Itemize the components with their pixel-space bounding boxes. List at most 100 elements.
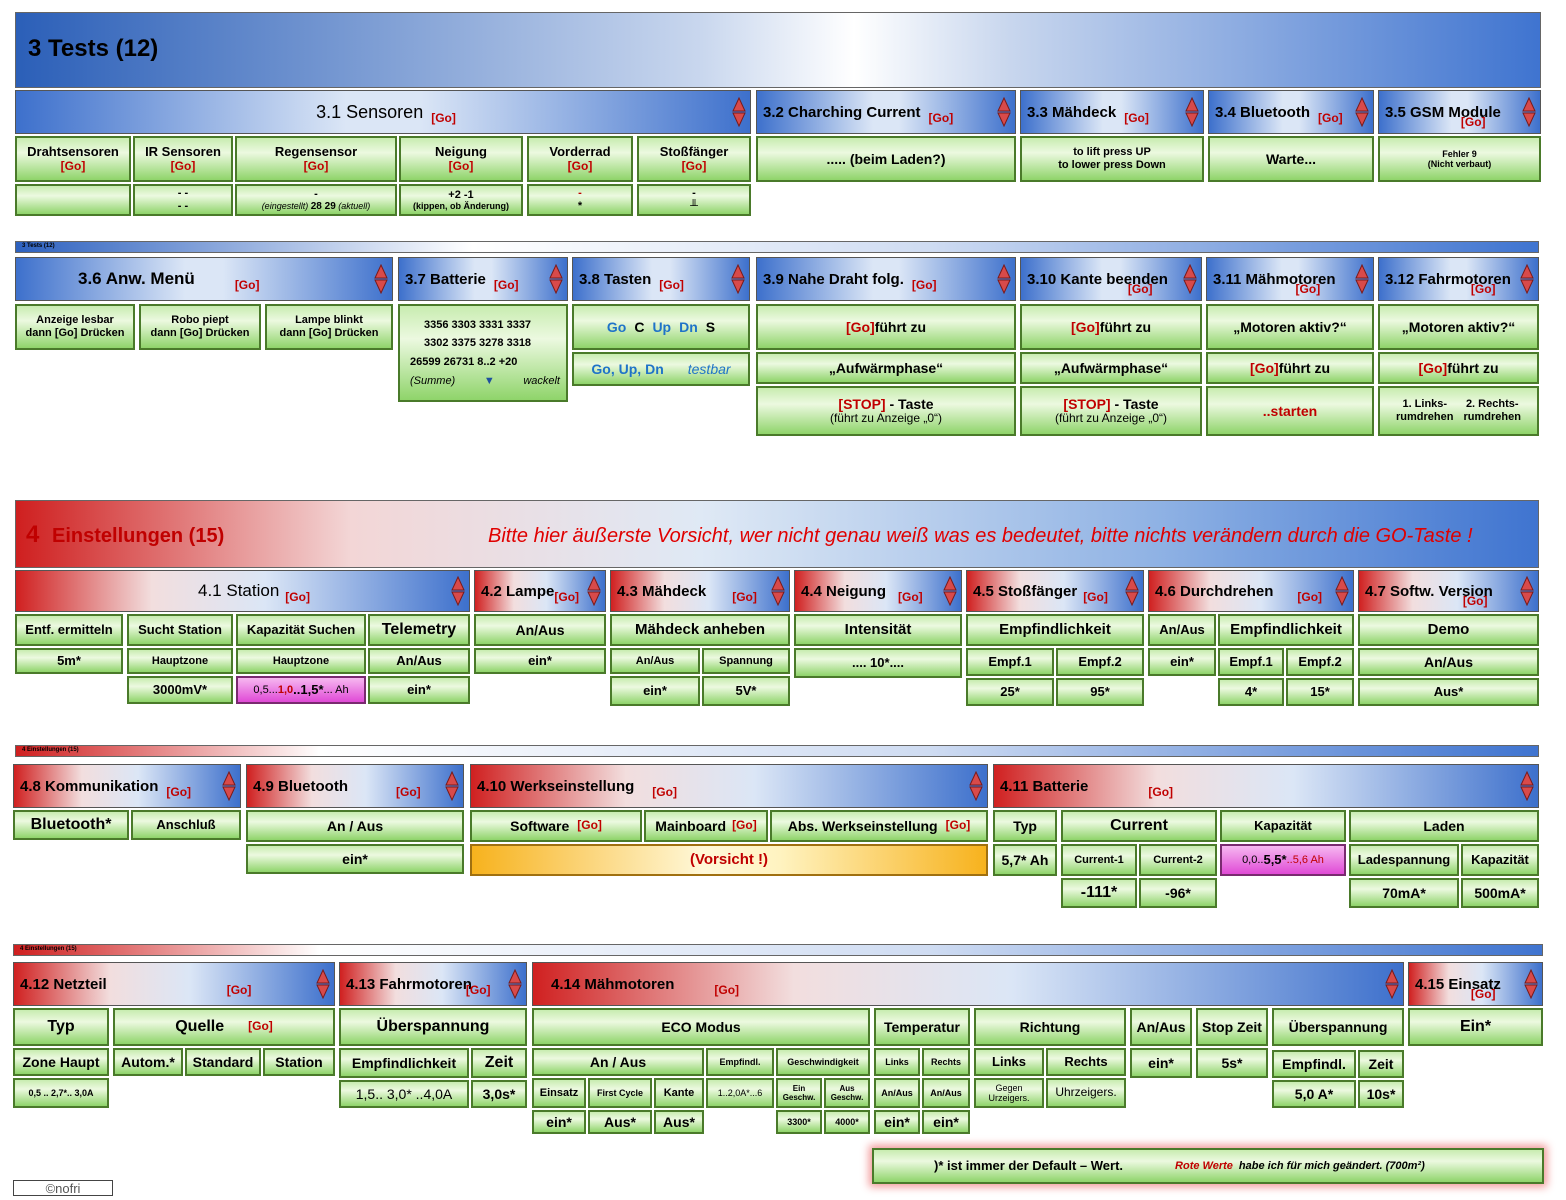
neigung-cell[interactable]: Neigung[Go] — [399, 136, 523, 182]
menu-4-4-header[interactable]: 4.4 Neigung [Go] — [794, 570, 962, 612]
menu-3-2-header[interactable]: 3.2 Charching Current [Go] — [756, 90, 1016, 134]
go-label: [Go] — [60, 158, 86, 173]
stop-label: [STOP] — [1063, 396, 1111, 413]
menu-3-3-header[interactable]: 3.3 Mähdeck [Go] — [1020, 90, 1204, 134]
up-down-arrow-icon[interactable] — [1335, 576, 1349, 606]
entf-ermitteln-value: 5m* — [15, 648, 123, 674]
menu-4-3-title: 4.3 Mähdeck — [617, 582, 707, 600]
up-down-arrow-icon[interactable] — [222, 771, 236, 801]
menu-3-10-header[interactable]: 3.10 Kante beenden [Go] — [1020, 257, 1202, 301]
menu-4-9-header[interactable]: 4.9 Bluetooth [Go] — [246, 764, 464, 808]
kapazitaet-suchen-range: 0,5... 1,0 ..1,5*... Ah — [236, 676, 366, 704]
up-down-arrow-icon[interactable] — [1520, 264, 1534, 294]
go-label: [Go] — [1249, 359, 1279, 376]
up-down-arrow-icon[interactable] — [771, 576, 785, 606]
eco-empfindl: Empfindl. — [706, 1048, 774, 1076]
up-down-arrow-icon[interactable] — [316, 969, 330, 999]
menu-3-8-header[interactable]: 3.8 Tasten [Go] — [572, 257, 750, 301]
menu-4-6-header[interactable]: 4.6 Durchdrehen [Go] — [1148, 570, 1354, 612]
menu-3-7-header[interactable]: 3.7 Batterie [Go] — [398, 257, 568, 301]
label: 2. Rechts- — [1465, 398, 1519, 411]
stossfaenger-cell[interactable]: Stoßfänger[Go] — [637, 136, 751, 182]
kapazitaet-suchen-value: Hauptzone — [236, 648, 366, 674]
menu-4-15-header[interactable]: 4.15 Einsatz [Go] — [1408, 962, 1543, 1006]
up-down-arrow-icon[interactable] — [445, 771, 459, 801]
up-down-arrow-icon[interactable] — [1355, 97, 1369, 127]
ir-sensoren-cell[interactable]: IR Sensoren[Go] — [133, 136, 233, 182]
up-down-arrow-icon[interactable] — [451, 576, 465, 606]
batterie-current-2-value: -96* — [1139, 878, 1217, 908]
up-down-arrow-icon[interactable] — [1125, 576, 1139, 606]
up-down-arrow-icon[interactable] — [587, 576, 601, 606]
stossfaenger-empfindlichkeit: Empfindlichkeit — [966, 614, 1144, 646]
batterie-current-1-value: -111* — [1061, 878, 1137, 908]
drahtsensoren-cell[interactable]: Drahtsensoren[Go] — [15, 136, 131, 182]
up-down-arrow-icon[interactable] — [508, 969, 522, 999]
up-down-arrow-icon[interactable] — [1355, 264, 1369, 294]
label: Mainboard — [655, 817, 727, 834]
up-down-arrow-icon[interactable] — [1185, 97, 1199, 127]
regensensor-cell[interactable]: Regensensor[Go] — [235, 136, 397, 182]
note: (eingestellt) — [261, 200, 309, 211]
value: 1,0 — [277, 683, 294, 696]
menu-4-2-header[interactable]: 4.2 Lampe [Go] — [474, 570, 606, 612]
menu-3-9-header[interactable]: 3.9 Nahe Draht folg. [Go] — [756, 257, 1016, 301]
up-down-arrow-icon[interactable] — [1520, 576, 1534, 606]
menu-4-3-header[interactable]: 4.3 Mähdeck [Go] — [610, 570, 790, 612]
note: (Summe) — [410, 374, 456, 387]
batterie-current: Current — [1061, 810, 1217, 842]
label: Aus Geschw. — [830, 1083, 864, 1102]
menu-4-1-header[interactable]: 4.1 Station [Go] — [15, 570, 470, 612]
up-down-arrow-icon[interactable] — [732, 97, 746, 127]
maehmotoren-row-2: [Go] führt zu — [1206, 352, 1374, 384]
up-down-arrow-icon[interactable] — [731, 264, 745, 294]
up-down-arrow-icon[interactable] — [997, 264, 1011, 294]
go-label: [Go] — [898, 590, 923, 604]
menu-4-5-header[interactable]: 4.5 Stoßfänger [Go] — [966, 570, 1144, 612]
menu-4-5-title: 4.5 Stoßfänger — [973, 582, 1078, 600]
up-down-arrow-icon[interactable] — [1385, 969, 1399, 999]
up-down-arrow-icon[interactable] — [1522, 97, 1536, 127]
menu-4-11-header[interactable]: 4.11 Batterie [Go] — [993, 764, 1539, 808]
menu-4-10-header[interactable]: 4.10 Werkseinstellung [Go] — [470, 764, 988, 808]
up-down-arrow-icon[interactable] — [1524, 969, 1538, 999]
up-down-arrow-icon[interactable] — [997, 97, 1011, 127]
value: Uhrzeigers. — [1055, 1085, 1117, 1100]
menu-4-14-header[interactable]: 4.14 Mähmotoren [Go] — [532, 962, 1404, 1006]
menu-3-11-header[interactable]: 3.11 Mähmotoren [Go] — [1206, 257, 1374, 301]
up-down-arrow-icon[interactable] — [943, 576, 957, 606]
up-down-arrow-icon[interactable] — [969, 771, 983, 801]
label: ECO Modus — [661, 1018, 741, 1035]
settings-mini-bar-2: 4 Einstellungen (15) — [13, 944, 1543, 956]
fahrmotoren-zeit: Zeit — [471, 1048, 527, 1078]
menu-3-1-header[interactable]: 3.1 Sensoren [Go] — [15, 90, 751, 134]
key-label: Up — [652, 318, 672, 335]
option: Standard — [192, 1053, 254, 1070]
value: ... Ah — [323, 683, 349, 696]
go-label: [Go] — [285, 590, 310, 604]
go-label: [Go] — [1470, 987, 1496, 1001]
menu-3-6-header[interactable]: 3.6 Anw. Menü [Go] — [15, 257, 393, 301]
menu-3-12-header[interactable]: 3.12 Fahrmotoren [Go] — [1378, 257, 1539, 301]
menu-4-13-header[interactable]: 4.13 Fahrmotoren [Go] — [339, 962, 527, 1006]
menu-3-4-header[interactable]: 3.4 Bluetooth [Go] — [1208, 90, 1374, 134]
menu-4-12-header[interactable]: 4.12 Netzteil [Go] — [13, 962, 335, 1006]
netzteil-zone-haupt: Zone Haupt — [13, 1048, 109, 1076]
label: Drahtsensoren — [27, 143, 119, 159]
value: ..... (beim Laden?) — [826, 150, 946, 167]
menu-4-8-header[interactable]: 4.8 Kommunikation [Go] — [13, 764, 241, 808]
up-down-arrow-icon[interactable] — [1520, 771, 1534, 801]
up-down-arrow-icon[interactable] — [374, 264, 388, 294]
value: ein* — [933, 1113, 959, 1130]
menu-3-5-header[interactable]: 3.5 GSM Module [Go] — [1378, 90, 1541, 134]
label: Ein Geschw. — [782, 1083, 816, 1102]
go-label: [Go] — [1318, 111, 1343, 125]
value: 5m* — [57, 652, 81, 668]
value: 0,0.. — [1242, 853, 1264, 866]
menu-4-7-header[interactable]: 4.7 Softw. Version [Go] — [1358, 570, 1539, 612]
vorderrad-cell[interactable]: Vorderrad[Go] — [527, 136, 633, 182]
up-down-arrow-icon[interactable] — [1183, 264, 1197, 294]
batterie-laden-kapazitaet: Kapazität — [1461, 844, 1539, 876]
label: Links — [885, 1056, 909, 1067]
up-down-arrow-icon[interactable] — [549, 264, 563, 294]
